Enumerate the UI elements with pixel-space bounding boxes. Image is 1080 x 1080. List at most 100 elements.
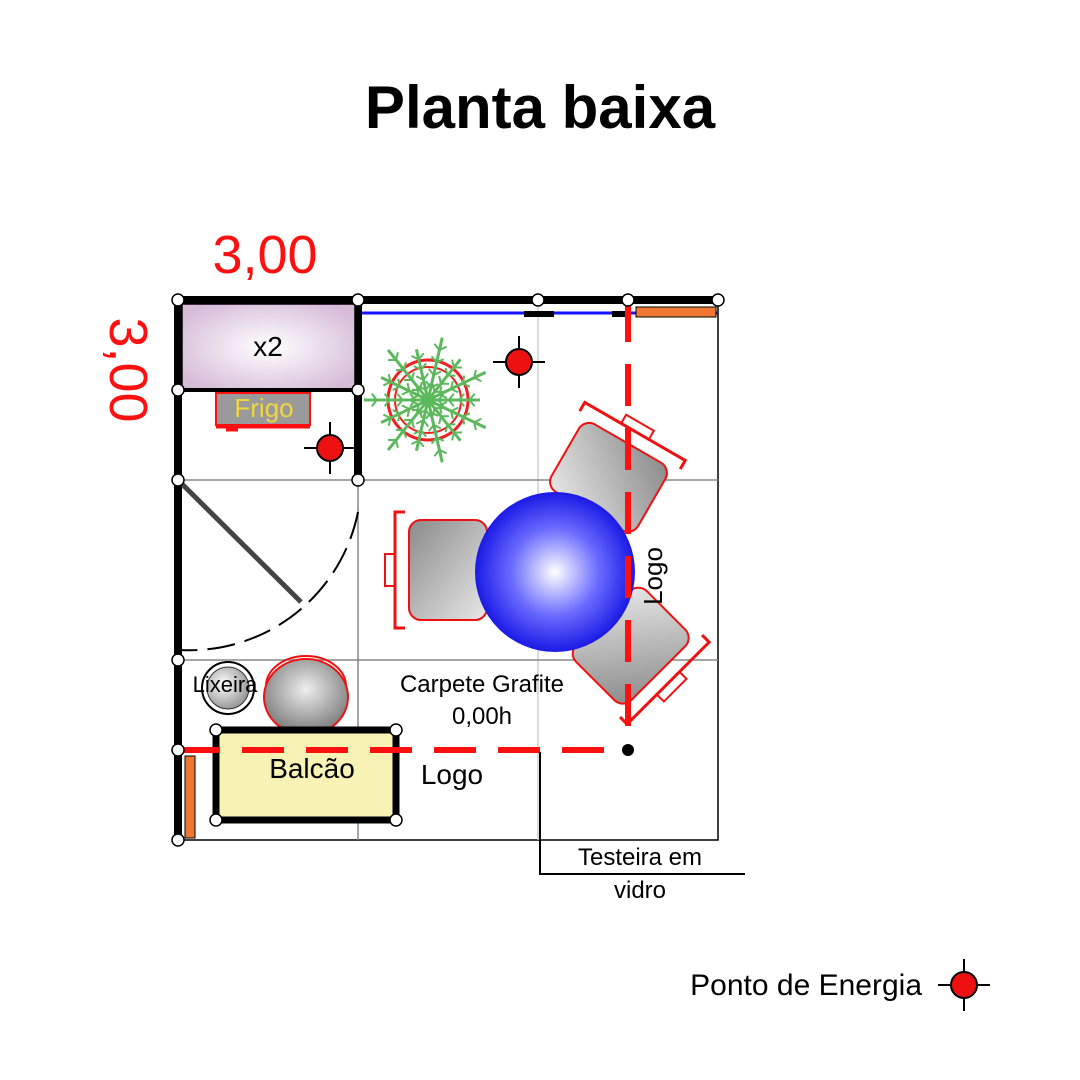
plant-leaflet: [409, 399, 416, 407]
structure-node: [351, 473, 365, 487]
plant-leaf: [427, 398, 487, 430]
power-point-icon: [304, 422, 356, 474]
plant-leaflet: [433, 343, 441, 351]
structure-node: [711, 293, 725, 307]
plant-leaflet: [438, 375, 442, 384]
plant-leaf: [426, 399, 444, 463]
plant-leaflet: [448, 393, 455, 401]
plant-leaflet: [422, 372, 430, 381]
plant-leaflet: [427, 424, 435, 432]
fridge: [215, 392, 311, 426]
plant-leaflet: [397, 378, 401, 387]
legend-power-point-label: Ponto de Energia: [690, 969, 922, 1002]
glass-fascia-label-line2: vidro: [614, 877, 666, 904]
logo-front-label: Logo: [421, 759, 483, 790]
structure-node: [621, 293, 635, 307]
plant-leaflet: [436, 436, 445, 442]
plant-leaflet: [383, 399, 391, 407]
plant-leaflet: [438, 345, 448, 351]
plant-leaf: [380, 376, 429, 402]
plant-leaflet: [403, 361, 407, 371]
plant-leaflet: [395, 351, 399, 361]
plant-leaflet: [438, 386, 443, 395]
logo-fascia-line: [178, 300, 631, 753]
plant-leaflet: [461, 375, 466, 384]
plant-leaflet: [437, 399, 445, 407]
storage-unit: [181, 303, 356, 391]
plant-leaflet: [382, 413, 391, 419]
plant-leaflet: [415, 419, 424, 425]
plant-leaflet: [403, 429, 407, 439]
plant-leaflet: [418, 409, 427, 415]
plant-leaflet: [401, 404, 410, 410]
plant-leaf: [386, 349, 430, 401]
bin-icon: [201, 661, 255, 715]
storage-label: x2: [253, 331, 283, 362]
glass-fascia-leader: [539, 752, 745, 875]
plant-leaflet: [396, 399, 404, 407]
plant-leaflet: [458, 393, 465, 401]
plant-leaf: [414, 348, 430, 401]
accent-strip-top: [635, 306, 717, 318]
accent-strip-left: [184, 755, 196, 839]
structure-node: [209, 723, 223, 737]
plant-leaflet: [371, 399, 378, 407]
plant-leaflet: [450, 410, 454, 420]
plant-leaflet: [417, 352, 425, 361]
plant-leaflet: [450, 387, 459, 394]
plant-leaf: [426, 337, 444, 401]
plant-leaflet: [410, 400, 420, 406]
glass-clip: [524, 311, 554, 317]
bin-label: Lixeira: [193, 672, 259, 697]
plant-leaflet: [473, 421, 477, 431]
structure-node: [171, 383, 185, 397]
plant-leaflet: [473, 376, 482, 383]
plant-leaflet: [431, 407, 436, 417]
plant-leaflet: [409, 393, 416, 401]
plant-leaflet: [427, 368, 435, 376]
plant-leaflet: [424, 382, 432, 391]
counter: [212, 726, 400, 824]
structure-node: [351, 383, 365, 397]
plant-leaflet: [430, 383, 439, 389]
plant-leaflet: [448, 399, 455, 407]
plant-leaflet: [433, 370, 442, 376]
glass-fascia-label-line1: Testeira em: [578, 844, 702, 871]
plant-leaflet: [395, 439, 399, 449]
floor-finish-label: Carpete Grafite: [400, 671, 564, 698]
plant-leaflet: [438, 405, 443, 414]
plant-leaflet: [406, 382, 411, 392]
plant-leaflet: [424, 409, 432, 418]
structure-node: [351, 293, 365, 307]
power-point-icon: [938, 959, 990, 1011]
plant-leaf: [380, 398, 429, 424]
plant-leaflet: [468, 399, 476, 407]
door-leaf: [178, 480, 303, 604]
plant-leaflet: [371, 393, 378, 401]
plant-leaflet: [468, 393, 476, 401]
structure-nodes: [171, 293, 725, 847]
plant-leaflet: [450, 380, 454, 390]
plant-leaflet: [419, 381, 423, 391]
plant-leaflet: [439, 401, 448, 407]
structure-node: [171, 473, 185, 487]
plant-leaf: [414, 399, 430, 452]
plant-leaflet: [422, 419, 430, 428]
plant-leaflet: [430, 411, 439, 417]
plant-leaflet: [410, 394, 420, 400]
floor-height-label: 0,00h: [452, 703, 512, 730]
table-icon: [475, 492, 635, 652]
door-swing-arc: [179, 511, 359, 652]
plant-leaflet: [397, 413, 401, 422]
plant-leaflet: [420, 429, 427, 438]
logo-side-label: Logo: [638, 547, 668, 605]
plant-leaf: [386, 399, 430, 451]
plant-leaflet: [425, 380, 432, 389]
plant-leaflet: [450, 406, 459, 413]
plant-leaflet: [458, 399, 465, 407]
plant-leaflet: [406, 408, 411, 418]
plant-leaflet: [444, 367, 449, 376]
fridge-label: Frigo: [234, 393, 293, 423]
dimension-depth-label: 3,00: [98, 317, 158, 422]
